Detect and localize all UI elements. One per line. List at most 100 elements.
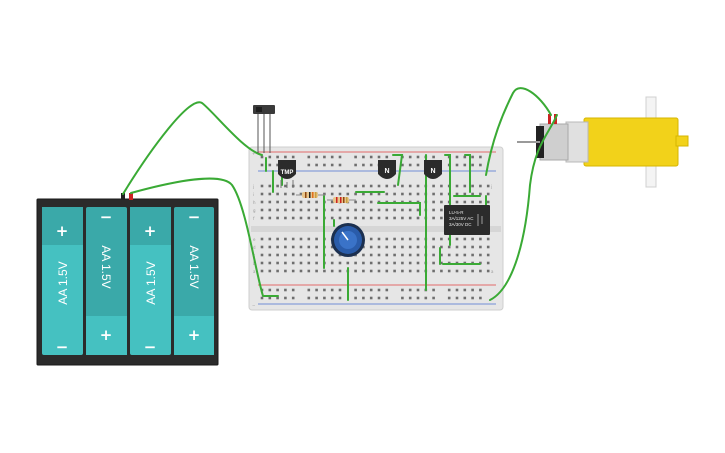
breadboard-hole[interactable] [447, 269, 451, 273]
breadboard-hole[interactable] [299, 216, 303, 220]
breadboard-hole[interactable] [447, 296, 451, 300]
breadboard-hole[interactable] [479, 192, 482, 196]
breadboard-hole[interactable] [432, 245, 435, 249]
wire-battery-pos-to-board[interactable] [130, 177, 264, 297]
breadboard-hole[interactable] [354, 208, 357, 212]
breadboard-hole[interactable] [260, 269, 264, 273]
breadboard-hole[interactable] [385, 237, 389, 241]
breadboard-hole[interactable] [354, 200, 357, 204]
breadboard-hole[interactable] [369, 184, 373, 188]
breadboard-hole[interactable] [276, 184, 279, 188]
breadboard-hole[interactable] [315, 216, 318, 220]
breadboard-hole[interactable] [268, 237, 272, 241]
breadboard-hole[interactable] [354, 288, 357, 292]
breadboard-hole[interactable] [408, 208, 412, 212]
breadboard-hole[interactable] [315, 200, 318, 204]
breadboard-hole[interactable] [369, 208, 373, 212]
breadboard-hole[interactable] [346, 192, 350, 196]
breadboard-hole[interactable] [463, 163, 467, 167]
breadboard-hole[interactable] [471, 192, 474, 196]
breadboard-hole[interactable] [291, 245, 295, 249]
breadboard-hole[interactable] [408, 269, 412, 273]
breadboard-hole[interactable] [315, 237, 318, 241]
breadboard-hole[interactable] [401, 184, 404, 188]
wire-motor-to-relay[interactable] [485, 87, 552, 176]
breadboard-hole[interactable] [486, 237, 490, 241]
breadboard-hole[interactable] [307, 155, 311, 159]
breadboard-hole[interactable] [330, 253, 334, 257]
breadboard-hole[interactable] [401, 288, 404, 292]
breadboard-hole[interactable] [354, 184, 357, 188]
breadboard-hole[interactable] [307, 237, 311, 241]
breadboard-hole[interactable] [455, 245, 459, 249]
breadboard-hole[interactable] [330, 261, 334, 265]
breadboard-hole[interactable] [401, 163, 404, 167]
breadboard-hole[interactable] [362, 155, 365, 159]
breadboard-hole[interactable] [393, 245, 396, 249]
breadboard-hole[interactable] [369, 237, 373, 241]
breadboard-hole[interactable] [440, 245, 443, 249]
breadboard-hole[interactable] [362, 269, 365, 273]
jumper-9[interactable] [377, 202, 421, 216]
breadboard-hole[interactable] [408, 253, 412, 257]
breadboard-hole[interactable] [299, 192, 303, 196]
breadboard-hole[interactable] [323, 192, 326, 196]
breadboard-hole[interactable] [479, 237, 482, 241]
breadboard-hole[interactable] [315, 163, 318, 167]
transistor-1[interactable]: N [378, 160, 396, 179]
breadboard-hole[interactable] [377, 237, 381, 241]
breadboard-hole[interactable] [323, 155, 326, 159]
breadboard-hole[interactable] [315, 208, 318, 212]
breadboard-hole[interactable] [268, 261, 272, 265]
breadboard-hole[interactable] [268, 288, 272, 292]
breadboard-hole[interactable] [440, 237, 443, 241]
breadboard-hole[interactable] [299, 261, 303, 265]
breadboard-hole[interactable] [377, 288, 381, 292]
resistor-1[interactable] [296, 192, 325, 198]
breadboard-hole[interactable] [408, 155, 412, 159]
breadboard-hole[interactable] [416, 237, 420, 241]
breadboard-hole[interactable] [432, 192, 435, 196]
breadboard-hole[interactable] [362, 261, 365, 265]
breadboard-hole[interactable] [323, 296, 326, 300]
breadboard-hole[interactable] [299, 245, 303, 249]
breadboard-hole[interactable] [440, 261, 443, 265]
breadboard-hole[interactable] [393, 261, 396, 265]
breadboard-hole[interactable] [486, 261, 490, 265]
breadboard-hole[interactable] [362, 288, 365, 292]
breadboard-hole[interactable] [307, 288, 311, 292]
breadboard-hole[interactable] [354, 296, 357, 300]
breadboard-hole[interactable] [276, 288, 279, 292]
breadboard-hole[interactable] [455, 155, 459, 159]
breadboard-hole[interactable] [401, 261, 404, 265]
breadboard-hole[interactable] [432, 253, 435, 257]
breadboard-hole[interactable] [393, 253, 396, 257]
breadboard-hole[interactable] [401, 237, 404, 241]
breadboard-hole[interactable] [479, 261, 482, 265]
breadboard-hole[interactable] [338, 261, 342, 265]
breadboard-hole[interactable] [315, 296, 318, 300]
breadboard-hole[interactable] [463, 184, 467, 188]
breadboard-hole[interactable] [401, 245, 404, 249]
breadboard-hole[interactable] [463, 296, 467, 300]
breadboard-hole[interactable] [362, 253, 365, 257]
breadboard-hole[interactable] [307, 296, 311, 300]
breadboard-hole[interactable] [377, 261, 381, 265]
breadboard-hole[interactable] [260, 237, 264, 241]
breadboard-hole[interactable] [463, 192, 467, 196]
breadboard-hole[interactable] [416, 192, 420, 196]
breadboard-hole[interactable] [408, 184, 412, 188]
breadboard-hole[interactable] [338, 216, 342, 220]
breadboard-hole[interactable] [479, 296, 482, 300]
breadboard-hole[interactable] [377, 184, 381, 188]
breadboard-hole[interactable] [401, 208, 404, 212]
breadboard-hole[interactable] [330, 200, 334, 204]
breadboard-hole[interactable] [268, 208, 272, 212]
breadboard-hole[interactable] [346, 216, 350, 220]
breadboard-hole[interactable] [377, 245, 381, 249]
breadboard-hole[interactable] [315, 184, 318, 188]
breadboard-hole[interactable] [369, 253, 373, 257]
breadboard-hole[interactable] [463, 269, 467, 273]
breadboard-hole[interactable] [479, 288, 482, 292]
breadboard-hole[interactable] [385, 155, 389, 159]
